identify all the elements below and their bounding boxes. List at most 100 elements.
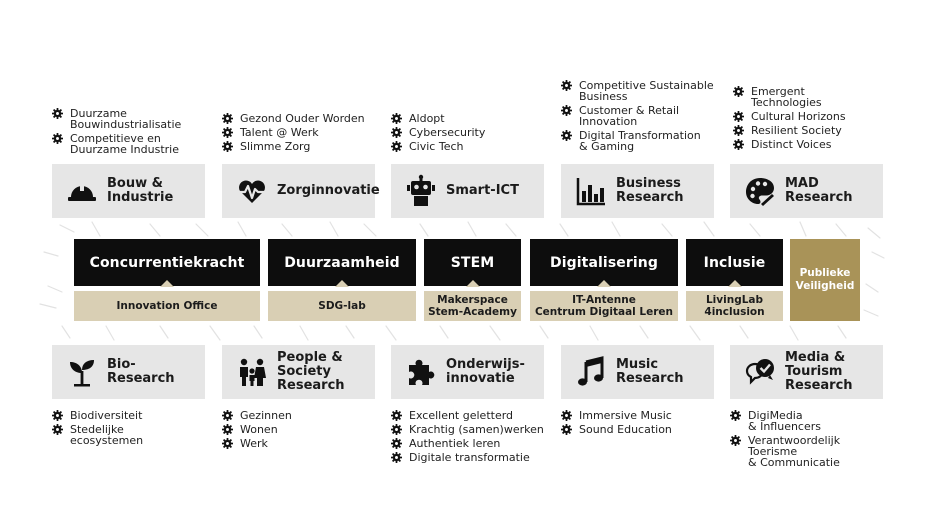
pillar-sub-sdg-lab: SDG-lab [268,291,416,321]
list-item: Digital Transformation & Gaming [561,130,726,152]
gear-icon [733,111,744,122]
gear-icon [561,80,572,91]
bar-chart-icon [576,178,605,206]
list-item: Distinct Voices [733,139,883,150]
bottom-list-media: DigiMedia & Influencers Verantwoordelijk… [730,410,883,471]
gear-icon [222,424,233,435]
group-box-media-tourism: Media & Tourism Research [730,345,883,399]
gear-icon [52,424,63,435]
group-box-people-society: People & Society Research [222,345,375,399]
pillar-sub-innovation-office: Innovation Office [74,291,260,321]
pillar-header-stem: STEM [424,239,521,287]
seedling-icon [70,360,94,387]
pillar-header-label: Inclusie [703,254,766,271]
list-item: Gezinnen [222,410,387,421]
list-item: Authentiek leren [391,438,556,449]
list-item: Stedelijke ecosystemen [52,424,217,446]
top-list-business: Competitive Sustainable Business Custome… [561,80,726,155]
list-item: Verantwoordelijk Toerisme & Communicatie [730,435,883,468]
gear-icon [391,127,402,138]
group-box-bio-research: Bio- Research [52,345,205,399]
top-list-smart-ict: Aldopt Cybersecurity Civic Tech [391,113,556,155]
heartbeat-icon [237,180,267,203]
list-item: Talent @ Werk [222,127,387,138]
gear-icon [391,452,402,463]
group-title: Music Research [616,357,684,386]
gear-icon [52,133,63,144]
group-title: Bio- Research [107,357,175,386]
gear-icon [222,141,233,152]
pillar-header-label: Duurzaamheid [284,254,400,271]
gear-icon [730,435,741,446]
list-item: Emergent Technologies [733,86,883,108]
list-item: Cultural Horizons [733,111,883,122]
gear-icon [391,141,402,152]
list-item: Excellent geletterd [391,410,556,421]
pillar-sub-it-antenne: IT-Antenne Centrum Digitaal Leren [530,291,678,321]
bottom-list-onderwijs: Excellent geletterd Krachtig (samen)werk… [391,410,556,466]
group-box-business-research: Business Research [561,164,714,218]
pillar-header-concurrentiekracht: Concurrentiekracht [74,239,260,287]
group-title: Bouw & Industrie [107,176,174,205]
list-item: Resilient Society [733,125,883,136]
list-item: Cybersecurity [391,127,556,138]
list-item: Digitale transformatie [391,452,556,463]
pillar-header-label: Digitalisering [550,254,658,271]
group-box-mad-research: MAD Research [730,164,883,218]
robot-icon [407,174,435,206]
gear-icon [730,410,741,421]
list-item: DigiMedia & Influencers [730,410,883,432]
gear-icon [222,113,233,124]
group-box-zorginnovatie: Zorginnovatie [222,164,380,218]
gear-icon [561,130,572,141]
gear-icon [391,410,402,421]
list-item: Gezond Ouder Worden [222,113,387,124]
bottom-list-bio: Biodiversiteit Stedelijke ecosystemen [52,410,217,449]
group-title: Business Research [616,176,684,205]
group-box-music-research: Music Research [561,345,714,399]
list-item: Werk [222,438,387,449]
gear-icon [733,86,744,97]
group-title: Zorginnovatie [277,183,380,198]
hard-hat-icon [68,183,96,201]
list-item: Customer & Retail Innovation [561,105,726,127]
bottom-list-people: Gezinnen Wonen Werk [222,410,387,452]
gear-icon [391,424,402,435]
list-item: Biodiversiteit [52,410,217,421]
group-box-bouw-industrie: Bouw & Industrie [52,164,205,218]
gear-icon [52,410,63,421]
list-item: Krachtig (samen)werken [391,424,556,435]
chat-check-icon [745,359,774,385]
top-list-bouw: Duurzame Bouwindustrialisatie Competitie… [52,108,217,158]
gear-icon [391,438,402,449]
gear-icon [52,108,63,119]
group-title: People & Society Research [277,350,345,393]
gear-icon [222,127,233,138]
bottom-list-music: Immersive Music Sound Education [561,410,726,438]
gear-icon [391,113,402,124]
gear-icon [222,438,233,449]
gear-icon [561,424,572,435]
pillar-sub-livinglab: LivingLab 4inclusion [686,291,783,321]
group-title: MAD Research [785,176,853,205]
list-item: Competitive Sustainable Business [561,80,726,102]
group-title: Smart-ICT [446,183,519,198]
gear-icon [222,410,233,421]
list-item: Competitieve en Duurzame Industrie [52,133,217,155]
gear-icon [561,105,572,116]
pillar-sub-makerspace: Makerspace Stem-Academy [424,291,521,321]
gear-icon [733,125,744,136]
pillar-header-duurzaamheid: Duurzaamheid [268,239,416,287]
group-box-smart-ict: Smart-ICT [391,164,544,218]
group-box-onderwijsinnovatie: Onderwijs- innovatie [391,345,544,399]
list-item: Duurzame Bouwindustrialisatie [52,108,217,130]
group-title: Media & Tourism Research [785,350,853,393]
list-item: Wonen [222,424,387,435]
gear-icon [561,410,572,421]
list-item: Slimme Zorg [222,141,387,152]
pillar-header-label: Concurrentiekracht [89,254,245,271]
palette-icon [746,178,774,206]
top-list-zorg: Gezond Ouder Worden Talent @ Werk Slimme… [222,113,387,155]
list-item: Aldopt [391,113,556,124]
